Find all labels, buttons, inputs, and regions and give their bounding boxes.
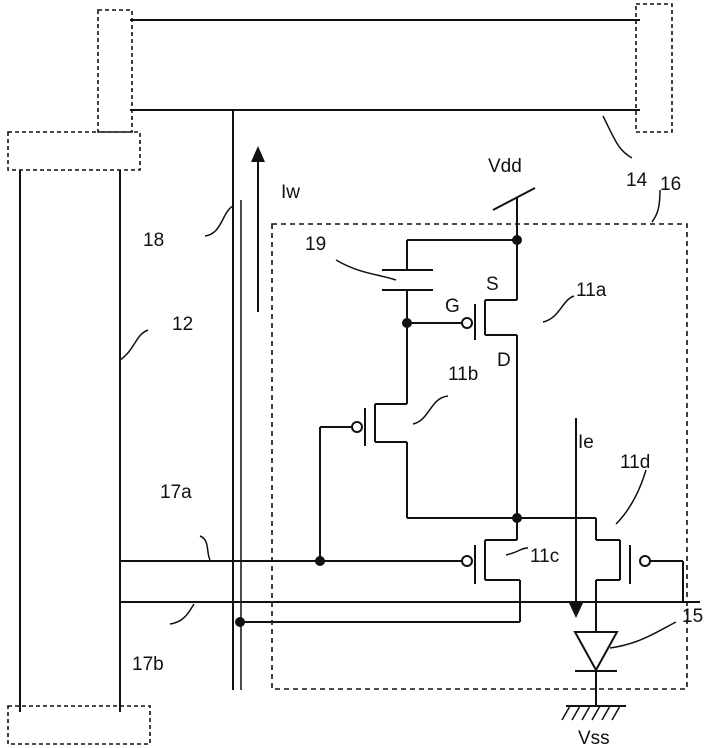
label-ref-11c: 11c: [530, 546, 559, 567]
label-ref-11d: 11d: [620, 452, 650, 473]
vdd-supply: [493, 188, 535, 245]
vss-ground: [562, 706, 626, 720]
label-ref-17b: 17b: [132, 654, 164, 675]
label-ref-11b: 11b: [448, 364, 478, 385]
label-ie: Ie: [578, 432, 594, 453]
label-ref-16: 16: [660, 174, 681, 195]
label-ref-12: 12: [172, 314, 193, 335]
leader-lines: [120, 116, 676, 648]
iw-arrow: [251, 146, 265, 312]
label-ref-19: 19: [305, 234, 326, 255]
label-ref-11a: 11a: [576, 280, 607, 301]
row-electrode-14: [98, 4, 672, 132]
label-pin-d: D: [497, 350, 511, 371]
transistor-11c: [235, 518, 520, 627]
label-ref-17a: 17a: [160, 482, 192, 503]
capacitor-19: [382, 240, 433, 328]
transistor-11d: [517, 518, 683, 632]
label-ref-18: 18: [143, 230, 164, 251]
label-ref-14: 14: [626, 170, 648, 191]
column-electrode-12: [8, 132, 150, 744]
label-vdd: Vdd: [488, 156, 522, 177]
label-vss: Vss: [578, 728, 610, 748]
label-ref-15: 15: [682, 606, 703, 627]
transistor-11b: [315, 323, 407, 566]
label-iw: Iw: [281, 182, 300, 203]
el-element-15: [575, 632, 617, 706]
label-pin-g: G: [445, 296, 460, 317]
label-pin-s: S: [486, 274, 499, 295]
